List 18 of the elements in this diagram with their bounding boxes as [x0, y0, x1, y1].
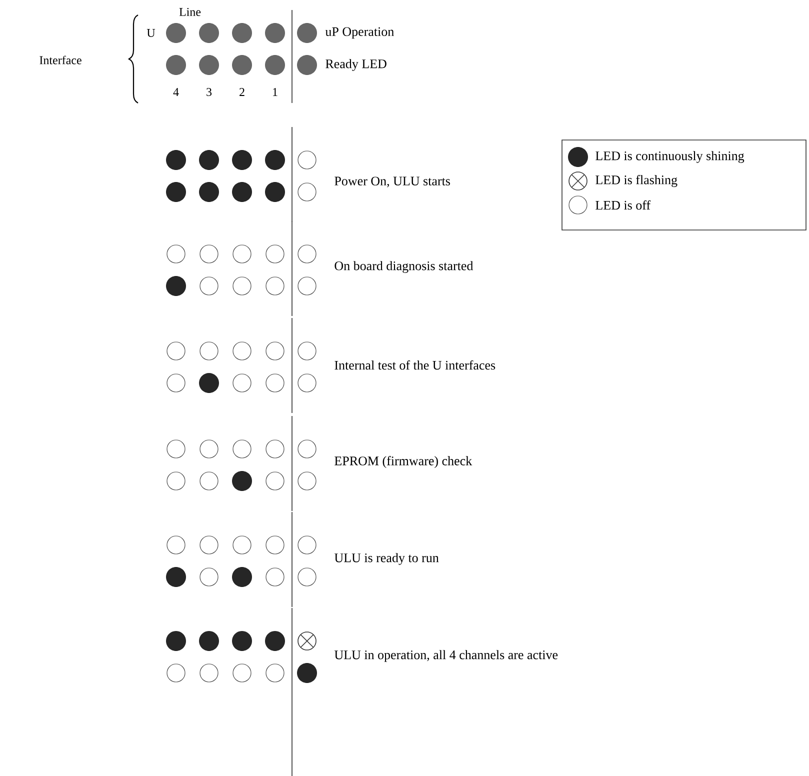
line-number: 4 [173, 88, 179, 96]
led-label: Ready LED [326, 59, 386, 71]
state-description: Internal test of the U interfaces [334, 360, 496, 370]
line-number: 2 [240, 88, 244, 96]
state-description: ULU is ready to run [334, 553, 439, 565]
legend-text: LED is continuously shining [596, 151, 744, 163]
legend-text: LED is off [596, 200, 651, 210]
state-description: Power On, ULU starts [334, 176, 450, 188]
line-number: 1 [273, 88, 278, 96]
state-description: EPROM (firmware) check [334, 456, 472, 468]
led-label: uP Operation [325, 27, 394, 39]
state-description: On board diagnosis started [334, 261, 474, 273]
row-label: U [146, 29, 156, 37]
row-label: Interface [40, 56, 82, 64]
legend-text: LED is flashing [596, 175, 678, 187]
line-number: 3 [206, 88, 212, 96]
state-description: ULU in operation, all 4 channels are active [334, 650, 558, 662]
column-heading: Line [179, 8, 201, 16]
